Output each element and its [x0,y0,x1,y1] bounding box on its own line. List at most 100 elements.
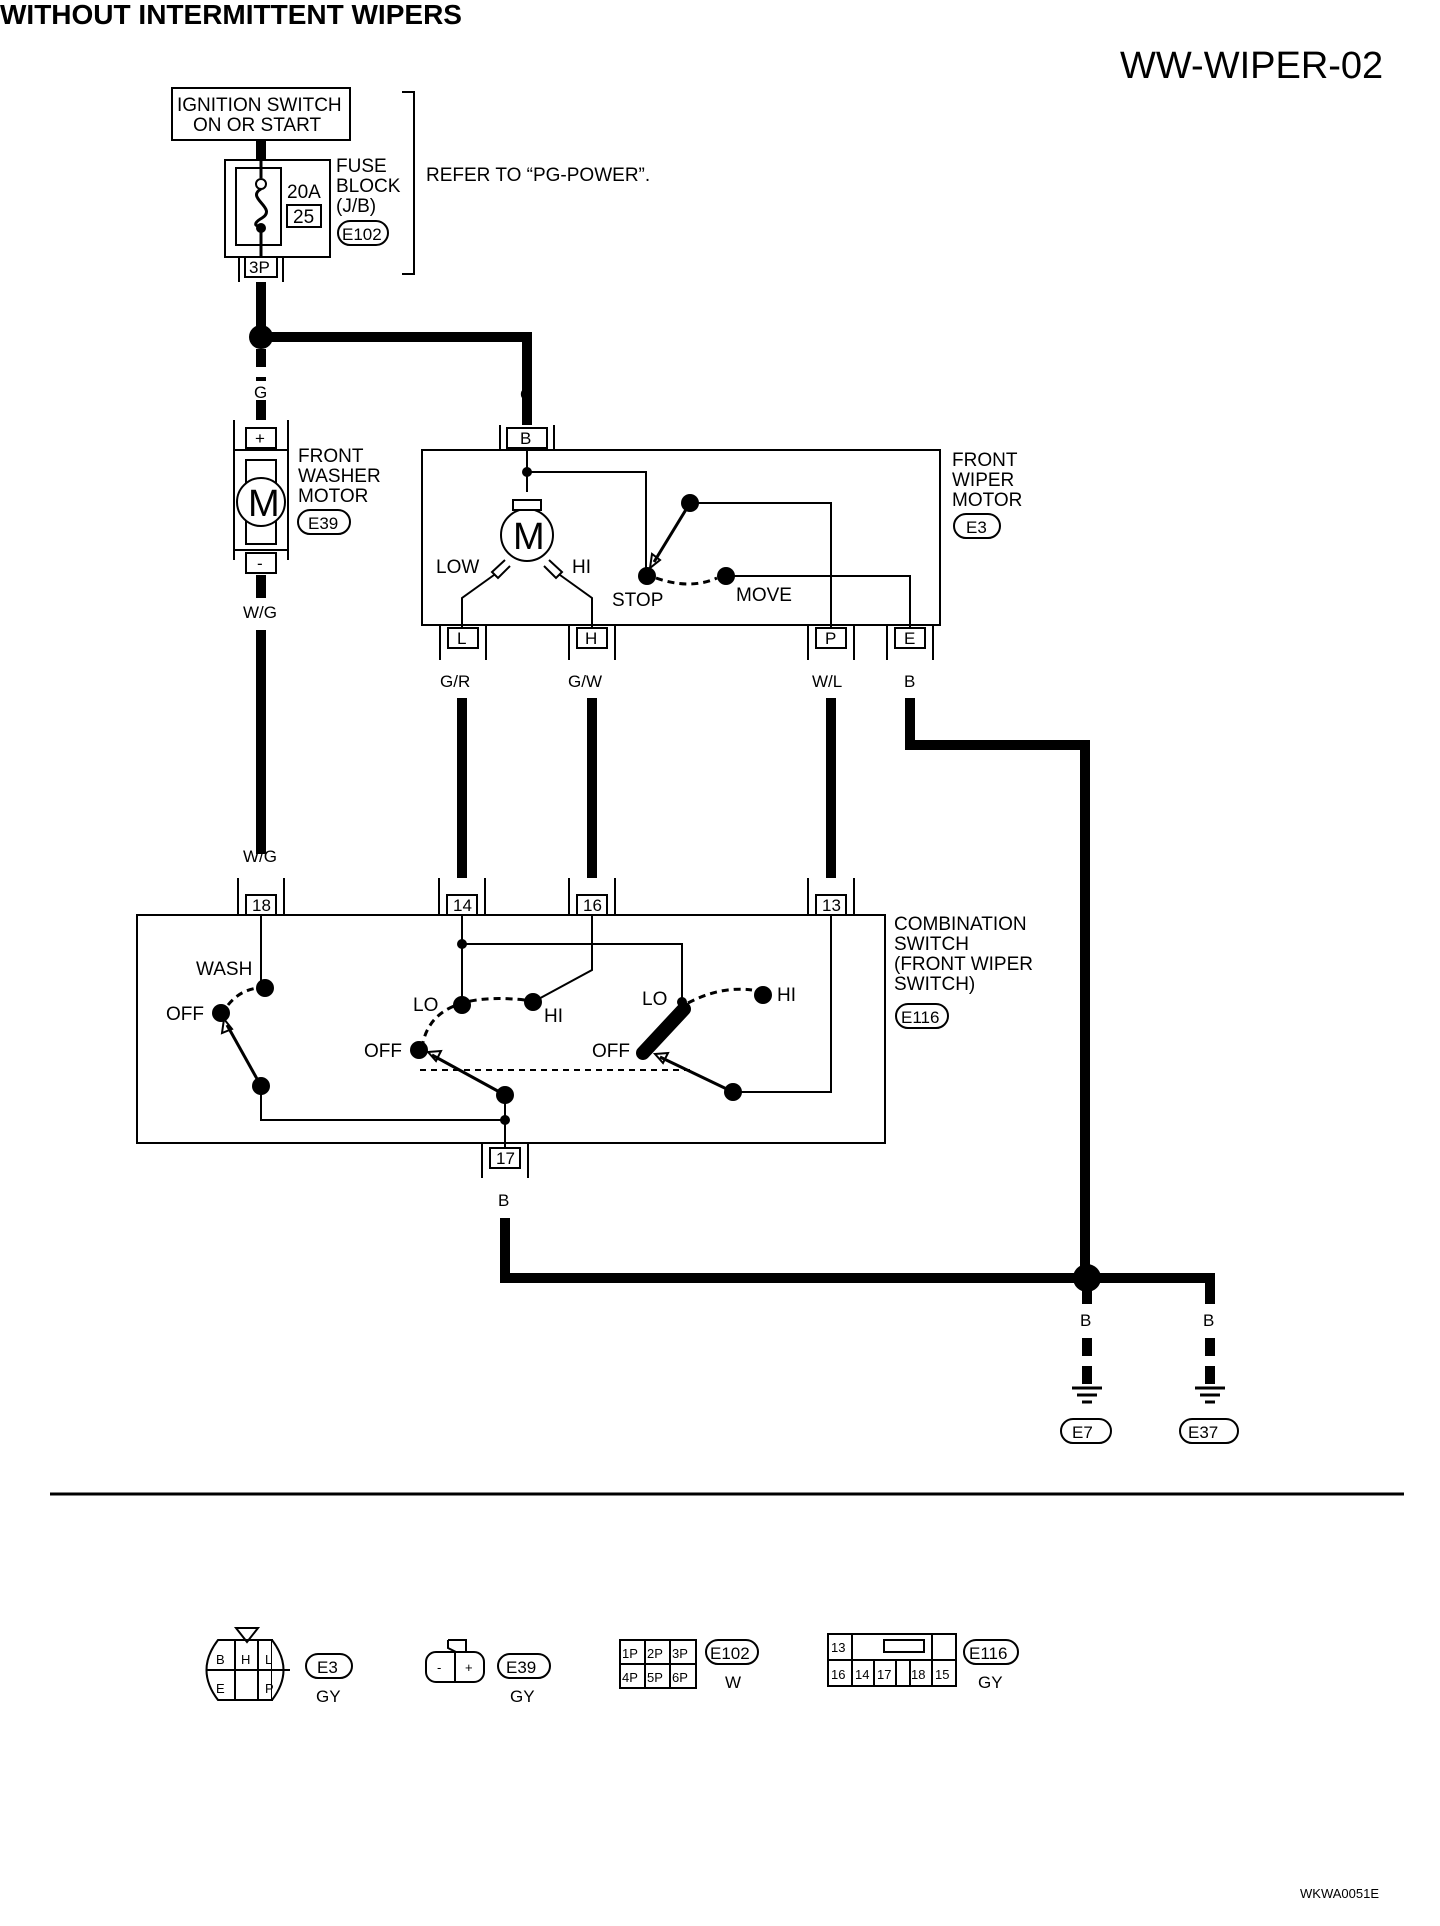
combo-off-1: OFF [364,1041,402,1062]
e102-pin-6p: 6P [672,1670,688,1685]
fuse-amp: 20A [287,182,321,203]
wiper-motor-label-1: FRONT [952,450,1018,471]
ground-e37: E37 [1188,1423,1218,1442]
e102-color: W [725,1673,741,1692]
washer-motor-icon [236,477,286,527]
e116-pin-17: 17 [877,1667,891,1682]
wire-b-e7: B [1080,1311,1091,1330]
washer-motor-label-2: WASHER [298,466,381,487]
e116-pin-13: 13 [831,1640,845,1655]
combo-label-2: SWITCH [894,934,969,955]
e3-color: GY [316,1687,341,1706]
e3-pin-b: B [216,1652,225,1667]
page-title: WITHOUT INTERMITTENT WIPERS [0,0,462,30]
e39-pin-minus: - [437,1660,441,1675]
image-code: WKWA0051E [1300,1886,1379,1901]
wiper-pin-h: H [585,629,597,648]
wiper-pin-b: B [520,429,531,448]
fuse-pin: 3P [249,258,270,277]
e102-id: E102 [710,1644,750,1663]
wire-g-1: G [254,383,267,402]
fuse-block-label-2: BLOCK [336,176,401,197]
e3-pin-e: E [216,1681,225,1696]
e3-pin-h: H [241,1652,250,1667]
combo-off-2: OFF [592,1041,630,1062]
wiper-pin-e: E [904,629,915,648]
wire-gr: G/R [440,672,470,691]
wiper-motor-box [421,449,941,626]
e102-pin-5p: 5P [647,1670,663,1685]
combo-label-1: COMBINATION [894,914,1027,935]
combo-pin-17: 17 [496,1149,515,1168]
connector-e39: - + E39 GY [425,1639,551,1706]
e39-id: E39 [506,1658,536,1677]
washer-motor-connector: E39 [308,514,338,533]
ignition-switch-box [171,87,351,141]
e39-pin-plus: + [465,1660,473,1675]
e3-id: E3 [317,1658,338,1677]
ground-icon-e7 [1072,1386,1102,1404]
combo-connector: E116 [901,1008,939,1027]
wiper-pin-p: P [825,629,836,648]
ground-splice [1073,1264,1101,1292]
wire-wg-1: W/G [243,603,277,622]
combo-switch-box [136,914,886,1144]
combo-lo-1: LO [413,995,438,1016]
e102-pin-2p: 2P [647,1646,663,1661]
washer-motor-label-1: FRONT [298,446,364,467]
wiper-move: MOVE [736,585,792,606]
connector-e102: 1P 2P 3P 4P 5P 6P E102 W [619,1639,759,1692]
e102-pin-1p: 1P [622,1646,638,1661]
e116-pin-16: 16 [831,1667,845,1682]
fuse-number: 25 [293,207,314,228]
combo-hi-1: HI [544,1006,563,1027]
washer-motor-symbol: M [248,483,280,525]
fuse-block-label-1: FUSE [336,156,387,177]
combo-hi-2: HI [777,985,796,1006]
combo-label-3: (FRONT WIPER [894,954,1033,975]
washer-motor-label-3: MOTOR [298,486,368,507]
wire-wl: W/L [812,672,842,691]
combo-label-4: SWITCH) [894,974,975,995]
ground-e7: E7 [1072,1423,1093,1442]
refer-note: REFER TO “PG-POWER”. [426,165,650,186]
wire-wg-2: W/G [243,847,277,866]
ignition-label-2: ON OR START [193,115,321,136]
e116-color: GY [978,1673,1003,1692]
wiper-motor-connector: E3 [966,518,987,537]
wiper-motor-label-2: WIPER [952,470,1014,491]
ground-icon-e37 [1195,1386,1225,1404]
combo-wash: WASH [196,959,252,980]
wire-b-e: B [904,672,915,691]
combo-off-wash: OFF [166,1004,204,1025]
wiper-low: LOW [436,557,479,578]
fuse-block-label-3: (J/B) [336,196,376,217]
e116-pin-14: 14 [855,1667,869,1682]
combo-pin-18: 18 [252,896,271,915]
wiper-motor-symbol: M [513,516,545,558]
wire-g-2: G [520,385,533,404]
wiper-pin-l: L [457,629,466,648]
e3-pin-l: L [265,1652,272,1667]
e3-pin-p: P [265,1681,274,1696]
washer-minus: - [257,554,263,573]
washer-plus: + [255,429,265,448]
connector-e3: B H L E P E3 GY [205,1627,353,1706]
wiper-motor-label-3: MOTOR [952,490,1022,511]
ignition-label-1: IGNITION SWITCH [177,95,342,116]
combo-lo-2: LO [642,989,667,1010]
e116-pin-18: 18 [911,1667,925,1682]
e102-pin-4p: 4P [622,1670,638,1685]
wiper-stop: STOP [612,590,663,611]
diagram-code: WW-WIPER-02 [1120,45,1383,87]
wire-b-17: B [498,1191,509,1210]
combo-switch-contact [636,1002,691,1060]
wire-gw: G/W [568,672,602,691]
connector-e116: 13 16 14 17 18 15 E116 GY [827,1633,1019,1692]
combo-pin-16: 16 [583,896,602,915]
e116-id: E116 [969,1644,1007,1663]
e102-pin-3p: 3P [672,1646,688,1661]
combo-pin-13: 13 [822,896,841,915]
e116-pin-15: 15 [935,1667,949,1682]
